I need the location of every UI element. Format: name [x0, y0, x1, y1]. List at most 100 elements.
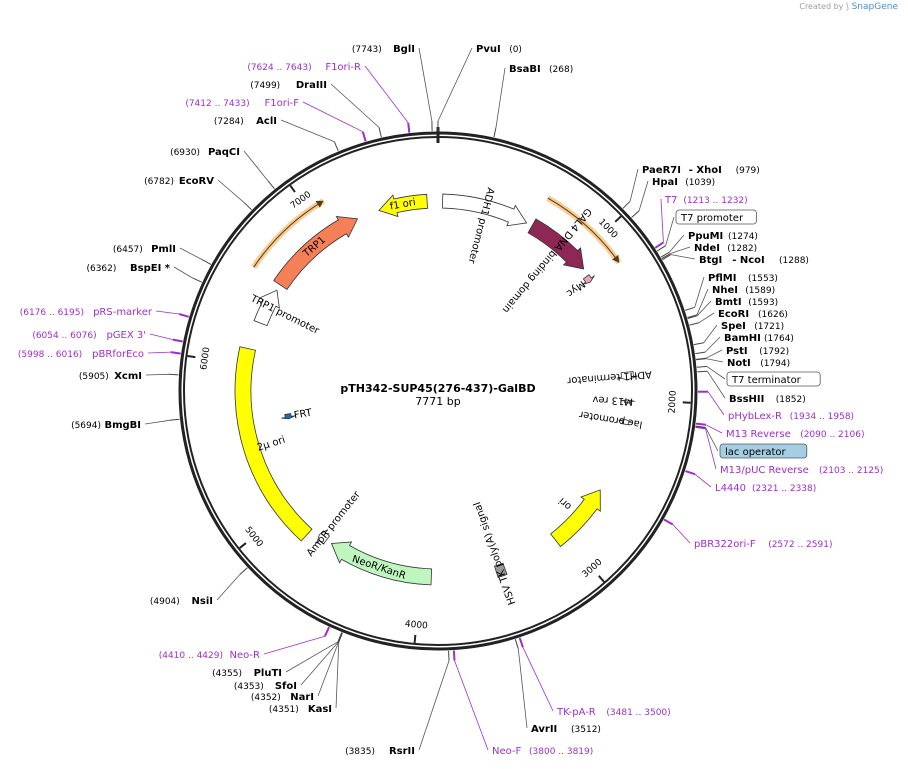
site-nari-name: NarI: [290, 692, 314, 703]
site-bspei[interactable]: BspEI *(6362): [86, 263, 170, 274]
site-pluti[interactable]: PluTI(4355): [212, 668, 282, 679]
site-kasi[interactable]: KasI(4351): [269, 704, 332, 715]
site-neo-r-leader: [263, 635, 326, 655]
site-pbrforeco[interactable]: pBRforEco(5998 .. 6016): [18, 349, 144, 360]
site-spei-name: SpeI: [721, 321, 746, 332]
site-avrii[interactable]: AvrII(3512): [531, 724, 601, 735]
site-rsrii[interactable]: RsrII(3835): [345, 746, 415, 757]
site-neo-f[interactable]: Neo-F(3800 .. 3819): [492, 746, 593, 757]
site-neo-r-name: Neo-R: [230, 650, 261, 661]
site-f1ori-f[interactable]: F1ori-F(7412 .. 7433): [185, 98, 299, 109]
site-t7-leader: [660, 198, 664, 243]
feature-myc[interactable]: [582, 274, 595, 285]
site-bmti[interactable]: BmtI(1593): [715, 297, 778, 308]
feature-2-ori[interactable]: [234, 346, 313, 542]
site-ndei[interactable]: NdeI (1282): [694, 243, 757, 254]
site-f1ori-r[interactable]: F1ori-R(7624 .. 7643): [247, 62, 361, 73]
site-pvui[interactable]: PvuI(0): [476, 44, 522, 55]
feature-f1-ori[interactable]: [378, 193, 428, 218]
feature-adh1-terminator[interactable]: [617, 371, 638, 381]
site-bmti-tick: [687, 315, 698, 319]
feature-trp1[interactable]: [273, 215, 359, 291]
site-ndei-position: (1282): [727, 244, 757, 254]
feature-gal4-dna-binding-domain[interactable]: [527, 218, 585, 270]
site-t7-promoter-leader: [665, 216, 675, 246]
feature-neor-kanr[interactable]: [330, 541, 433, 586]
site-hpai[interactable]: HpaI(1039): [652, 177, 715, 188]
plasmid-length: 7771 bp: [415, 395, 460, 408]
site-draiii[interactable]: DraIII(7499): [250, 80, 327, 91]
site-btgi[interactable]: BtgI(1288)- NcoI: [699, 255, 809, 266]
site-m13-puc-reverse[interactable]: M13/pUC Reverse(2103 .. 2125): [720, 465, 883, 476]
site-l4440-tick: [685, 470, 696, 476]
site-pflmi[interactable]: PflMI(1553): [708, 273, 778, 284]
site-m13-reverse-name: M13 Reverse: [726, 429, 791, 440]
site-phyblex-r-leader: [707, 391, 725, 416]
site-pmli[interactable]: PmlI(6457): [113, 244, 176, 255]
site-pbr322ori-f-name: pBR322ori-F: [694, 539, 756, 550]
site-lac-operator-name: lac operator: [725, 447, 786, 458]
site-neo-r[interactable]: Neo-R(4410 .. 4429): [159, 650, 260, 661]
site-t7[interactable]: T7(1213 .. 1232): [664, 195, 748, 206]
tick-label-4000: 4000: [404, 619, 428, 631]
site-tk-pa-r[interactable]: TK-pA-R(3481 .. 3500): [556, 707, 671, 718]
site-nari[interactable]: NarI(4352): [251, 692, 314, 703]
site-tk-pa-r-name: TK-pA-R: [556, 707, 596, 718]
site-lac-operator[interactable]: lac operator: [719, 443, 808, 459]
site-noti-position: (1794): [760, 359, 790, 369]
site-nhei[interactable]: NheI(1589): [712, 285, 775, 296]
site-bgli[interactable]: BglI(7743): [352, 44, 415, 55]
feature-ori[interactable]: [550, 489, 601, 548]
site-sfoi[interactable]: SfoI(4353): [234, 681, 297, 692]
site-bamhi[interactable]: BamHI(1764): [724, 333, 794, 344]
site-ppumi[interactable]: PpuMI(1274): [688, 231, 758, 242]
site-bmgbi[interactable]: BmgBI(5694): [71, 420, 141, 431]
feature-frt[interactable]: [281, 413, 296, 420]
site-pmli-leader: [179, 247, 203, 260]
site-nhei-tick: [687, 314, 698, 319]
site-bsabi[interactable]: BsaBI(268): [509, 64, 573, 75]
feature-hsv-tk-poly-a-signal[interactable]: [493, 562, 508, 579]
site-noti[interactable]: NotI(1794): [727, 358, 790, 369]
site-kasi-leader: [335, 642, 340, 709]
feature-label-f1-ori: f1 ori: [389, 197, 417, 213]
site-hpai-tick: [631, 210, 640, 218]
site-hpai-position: (1039): [685, 178, 715, 188]
site-l4440[interactable]: L4440(2321 .. 2338): [715, 483, 816, 494]
site-psti[interactable]: PstI(1792): [726, 346, 789, 357]
site-bsshii-leader: [706, 370, 726, 399]
site-pbr322ori-f[interactable]: pBR322ori-F(2572 .. 2591): [694, 539, 832, 550]
site-t7-terminator[interactable]: T7 terminator: [726, 371, 821, 387]
tick-label-6000: 6000: [199, 346, 212, 370]
site-spei[interactable]: SpeI(1721): [721, 321, 784, 332]
site-m13-reverse[interactable]: M13 Reverse(2090 .. 2106): [726, 429, 864, 440]
site-paer7i[interactable]: PaeR7I(979)- XhoI: [642, 165, 760, 176]
feature-adh1-promoter[interactable]: [442, 193, 528, 227]
center-label-layer: pTH342-SUP45(276-437)-GalBD 7771 bp: [340, 382, 535, 408]
site-bamhi-leader: [704, 336, 721, 353]
site-m13-reverse-tick: [695, 422, 707, 426]
feature-m13-rev[interactable]: [620, 399, 635, 404]
site-bmgbi-tick: [169, 418, 180, 421]
feature-trp1-promoter[interactable]: [253, 289, 280, 327]
site-nsii-leader: [216, 574, 241, 601]
site-pgex-3[interactable]: pGEX 3'(6054 .. 6076): [32, 330, 146, 341]
feature-lac-promoter[interactable]: [618, 419, 633, 426]
site-rsrii-name: RsrII: [389, 746, 415, 757]
site-paqci[interactable]: PaqCI(6930): [170, 147, 240, 158]
site-xcmi[interactable]: XcmI(5905): [79, 371, 142, 382]
site-pflmi-position: (1553): [748, 274, 778, 284]
tick-mark-5000: [239, 542, 247, 549]
site-ndei-name: NdeI: [694, 243, 720, 254]
site-phyblex-r[interactable]: pHybLex-R(1934 .. 1958): [728, 411, 854, 422]
site-ecorv[interactable]: EcoRV(6782): [144, 176, 214, 187]
site-t7-promoter[interactable]: T7 promoter: [675, 209, 757, 225]
site-bsshii[interactable]: BssHII(1852): [729, 394, 806, 405]
site-nsii[interactable]: NsiI(4904): [150, 596, 213, 607]
site-prs-marker[interactable]: pRS-marker(6176 .. 6195): [20, 307, 153, 318]
site-bsabi-tick: [493, 127, 497, 138]
site-acli[interactable]: AclI(7284): [214, 116, 277, 127]
site-avrii-name: AvrII: [531, 724, 557, 735]
site-ecori[interactable]: EcoRI(1626): [718, 309, 788, 320]
feature-ampr-promoter[interactable]: [316, 529, 331, 545]
